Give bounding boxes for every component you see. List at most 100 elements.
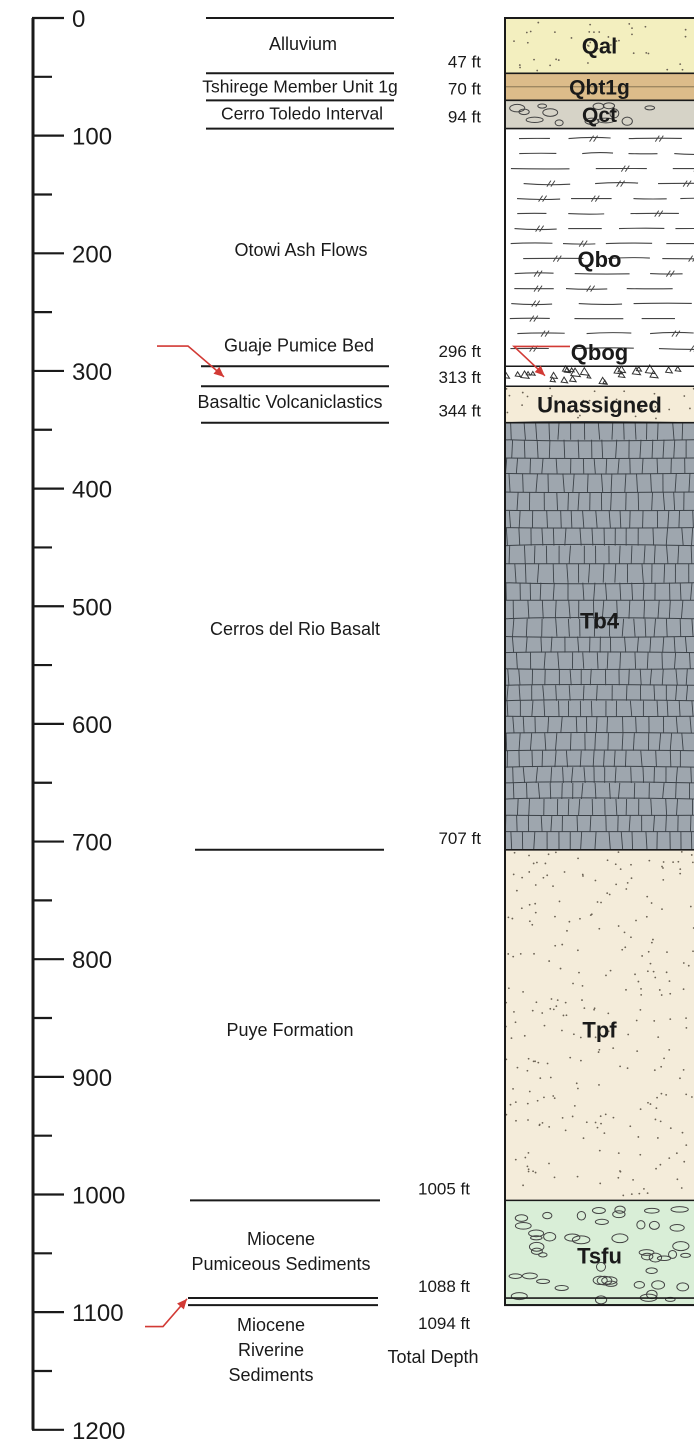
pattern-dot: [537, 1061, 540, 1064]
contact-depth-label: 70 ft: [448, 79, 481, 98]
pattern-oval: [611, 1233, 629, 1244]
pattern-joint: [636, 636, 639, 653]
pattern-dot: [657, 1036, 660, 1038]
pattern-dot: [645, 51, 648, 54]
pattern-joint: [650, 798, 653, 816]
pattern-dot: [547, 397, 550, 399]
pattern-joint: [665, 798, 668, 816]
pattern-joint: [549, 782, 552, 799]
pattern-dot: [635, 919, 637, 922]
pattern-dot: [594, 1121, 597, 1124]
pattern-dot: [638, 1192, 641, 1195]
pattern-joint: [684, 636, 688, 653]
pattern-oval: [508, 1273, 523, 1279]
contact-depth-label: 1094 ft: [418, 1314, 470, 1333]
pattern-joint: [628, 815, 631, 832]
contact-depth-label: 344 ft: [438, 402, 481, 421]
unit-name-line: Miocene: [237, 1315, 305, 1335]
pattern-joint: [591, 527, 594, 546]
pattern-dash: [578, 303, 623, 305]
pattern-dot: [624, 946, 627, 949]
pattern-dot: [680, 850, 683, 853]
pattern-joint: [673, 439, 676, 459]
pattern-dot: [661, 865, 663, 868]
pattern-oval: [514, 1214, 529, 1222]
pattern-dot: [583, 1007, 586, 1010]
pattern-joint: [642, 582, 645, 601]
total-depth-label: Total Depth: [387, 1347, 478, 1367]
pattern-dot: [596, 901, 599, 903]
pattern-dot: [666, 951, 668, 954]
pattern-joint: [512, 782, 515, 799]
pattern-dot: [508, 394, 511, 397]
pattern-dot: [562, 1014, 565, 1017]
unit-code-qbt1g: Qbt1g: [569, 76, 630, 99]
pattern-joint: [543, 652, 546, 669]
pattern-joint: [632, 733, 635, 751]
pattern-dot: [652, 938, 654, 941]
pattern-dot: [506, 411, 509, 414]
pattern-dot: [630, 863, 632, 866]
pattern-joint: [649, 636, 652, 653]
pattern-dot: [681, 1131, 684, 1134]
pattern-joint: [554, 750, 557, 768]
pattern-joint: [535, 422, 538, 440]
pattern-joint: [505, 733, 508, 751]
pattern-joint: [623, 422, 625, 440]
pattern-row: [505, 439, 694, 442]
pattern-oval: [591, 1207, 606, 1214]
pattern-dot: [552, 1095, 555, 1097]
pattern-dot: [600, 901, 602, 904]
pattern-dot: [536, 69, 539, 72]
pattern-joint: [680, 600, 684, 619]
pattern-dot: [526, 1102, 529, 1105]
pattern-dot: [529, 30, 532, 33]
pattern-dot: [596, 1126, 599, 1129]
pattern-joint: [656, 457, 659, 474]
pattern-joint: [593, 457, 596, 474]
pattern-joint: [533, 831, 536, 850]
pattern-joint: [507, 668, 510, 686]
pattern-dot: [687, 964, 690, 967]
pattern-joint: [681, 422, 684, 440]
pattern-dot: [655, 1107, 658, 1110]
pattern-dot: [665, 1093, 668, 1096]
depth-tick-label: 800: [72, 947, 112, 974]
pattern-oval: [670, 1206, 689, 1213]
pattern-dot: [668, 1048, 671, 1051]
pattern-oval: [518, 108, 530, 116]
pattern-joint: [583, 767, 586, 783]
pattern-joint: [555, 457, 558, 474]
pattern-dot: [684, 28, 687, 31]
pattern-dot: [660, 1092, 663, 1095]
pattern-dot: [527, 1057, 530, 1060]
pattern-dot: [593, 1008, 595, 1011]
unit-name-alluvium: Alluvium: [269, 34, 337, 54]
pattern-dash: [582, 152, 614, 155]
pattern-joint: [655, 750, 657, 768]
pattern-dot: [607, 36, 610, 38]
pattern-dot: [542, 876, 545, 879]
pattern-joint: [522, 716, 525, 734]
column-unit-qbt1g: [505, 73, 694, 101]
pattern-joint: [577, 636, 580, 653]
pattern-oval: [530, 1235, 543, 1241]
pattern-hash: [531, 300, 541, 307]
pattern-dot: [589, 41, 592, 44]
pattern-dot: [609, 969, 612, 972]
unit-name-line: Basaltic Volcaniclastics: [197, 392, 382, 412]
pattern-dot: [623, 390, 626, 393]
pattern-joint: [524, 563, 527, 583]
pattern-joint: [624, 636, 627, 653]
pattern-joint: [535, 473, 538, 493]
pattern-dot: [519, 953, 522, 955]
pattern-joint: [552, 527, 555, 546]
pattern-dash: [510, 242, 553, 245]
pattern-dot: [526, 395, 529, 398]
pattern-oval: [648, 1220, 660, 1230]
pattern-dot: [576, 949, 579, 952]
pattern-oval: [676, 1282, 690, 1292]
pattern-joint: [579, 527, 582, 546]
pattern-dot: [647, 950, 650, 953]
pattern-dot: [649, 1103, 652, 1105]
